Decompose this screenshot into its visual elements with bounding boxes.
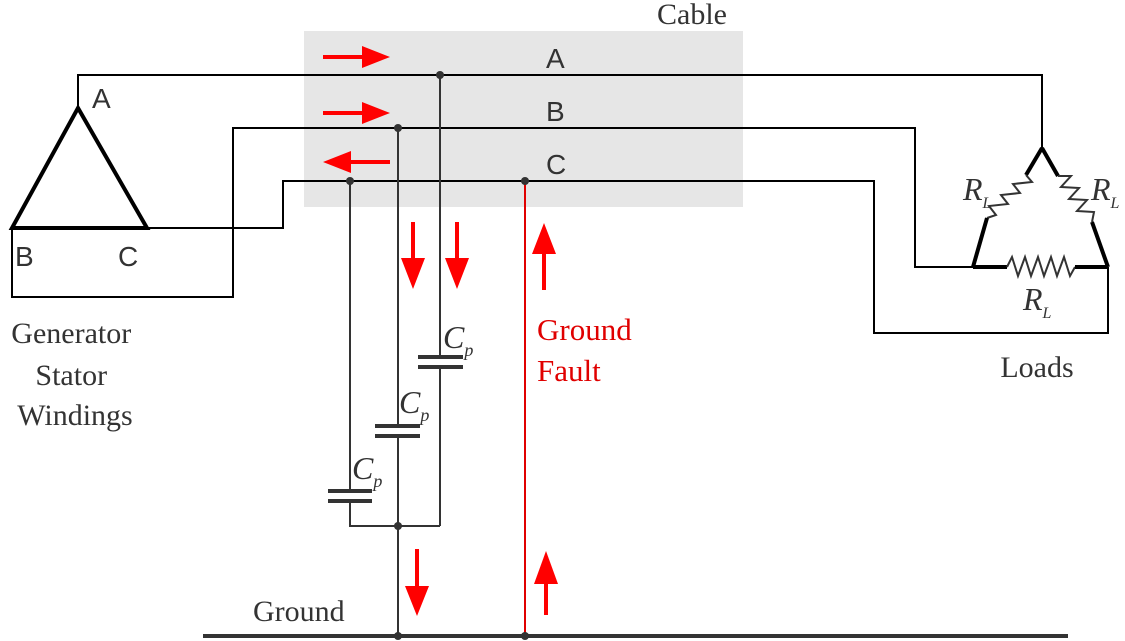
generator-delta-winding [8,103,151,230]
junction-ground-fault [521,632,529,640]
cable-phase-a-label: A [546,43,565,74]
current-arrow-ground-return [405,549,429,616]
current-arrow-phase-c [323,151,390,173]
resistor-right [1040,147,1060,177]
junction-cap-common [394,522,402,530]
wire-phase-a [77,74,1043,148]
current-arrow-phase-a [323,46,390,68]
capacitor-phase-b [375,424,420,438]
generator-label-line-2: Stator [35,359,107,392]
resistor-label-bottom: RL [1022,281,1052,322]
generator-vertex-a-label: A [92,83,111,114]
current-arrow-cap-b [401,222,425,289]
wire-phase-b [11,127,973,298]
junction-phase-b-cap [394,124,402,132]
current-arrow-cap-a [445,222,469,289]
ground-fault-label-line-2: Fault [537,353,601,388]
loads-label: Loads [1000,351,1073,384]
load-delta [971,146,1110,280]
junction-phase-a-cap [436,71,444,79]
junction-phase-c-cap [346,177,354,185]
capacitor-phase-c [328,489,372,503]
resistor-label-right: RL [1090,171,1120,212]
junction-dots [346,71,529,640]
capacitor-phase-a [418,355,463,369]
cable-phase-b-label: B [546,96,565,127]
ground-fault-label: Ground Fault [537,312,639,388]
generator-label: Generator Stator Windings [11,317,138,432]
ground-label: Ground [253,595,345,628]
capacitor-label-phase-b: Cp [399,384,429,425]
ground-fault-label-line-1: Ground [537,312,632,347]
current-arrow-fault-lower [534,551,558,615]
wire-phase-c [147,180,1109,334]
junction-ground-return [394,632,402,640]
cable-phase-c-label: C [546,149,566,180]
resistor-left [1024,146,1044,177]
generator-label-line-1: Generator [11,317,131,350]
resistor-label-left: RL [962,171,992,212]
generator-vertex-c-label: C [118,241,138,272]
generator-vertex-b-label: B [15,241,34,272]
capacitor-label-phase-c: Cp [352,450,382,491]
current-arrow-fault-upper [532,223,556,290]
current-arrow-phase-b [323,102,390,124]
junction-phase-c-fault [521,177,529,185]
cap-leg-phase-c [349,181,440,527]
cable-label: Cable [657,0,727,31]
generator-label-line-3: Windings [17,399,132,432]
capacitor-label-phase-a: Cp [443,319,473,360]
